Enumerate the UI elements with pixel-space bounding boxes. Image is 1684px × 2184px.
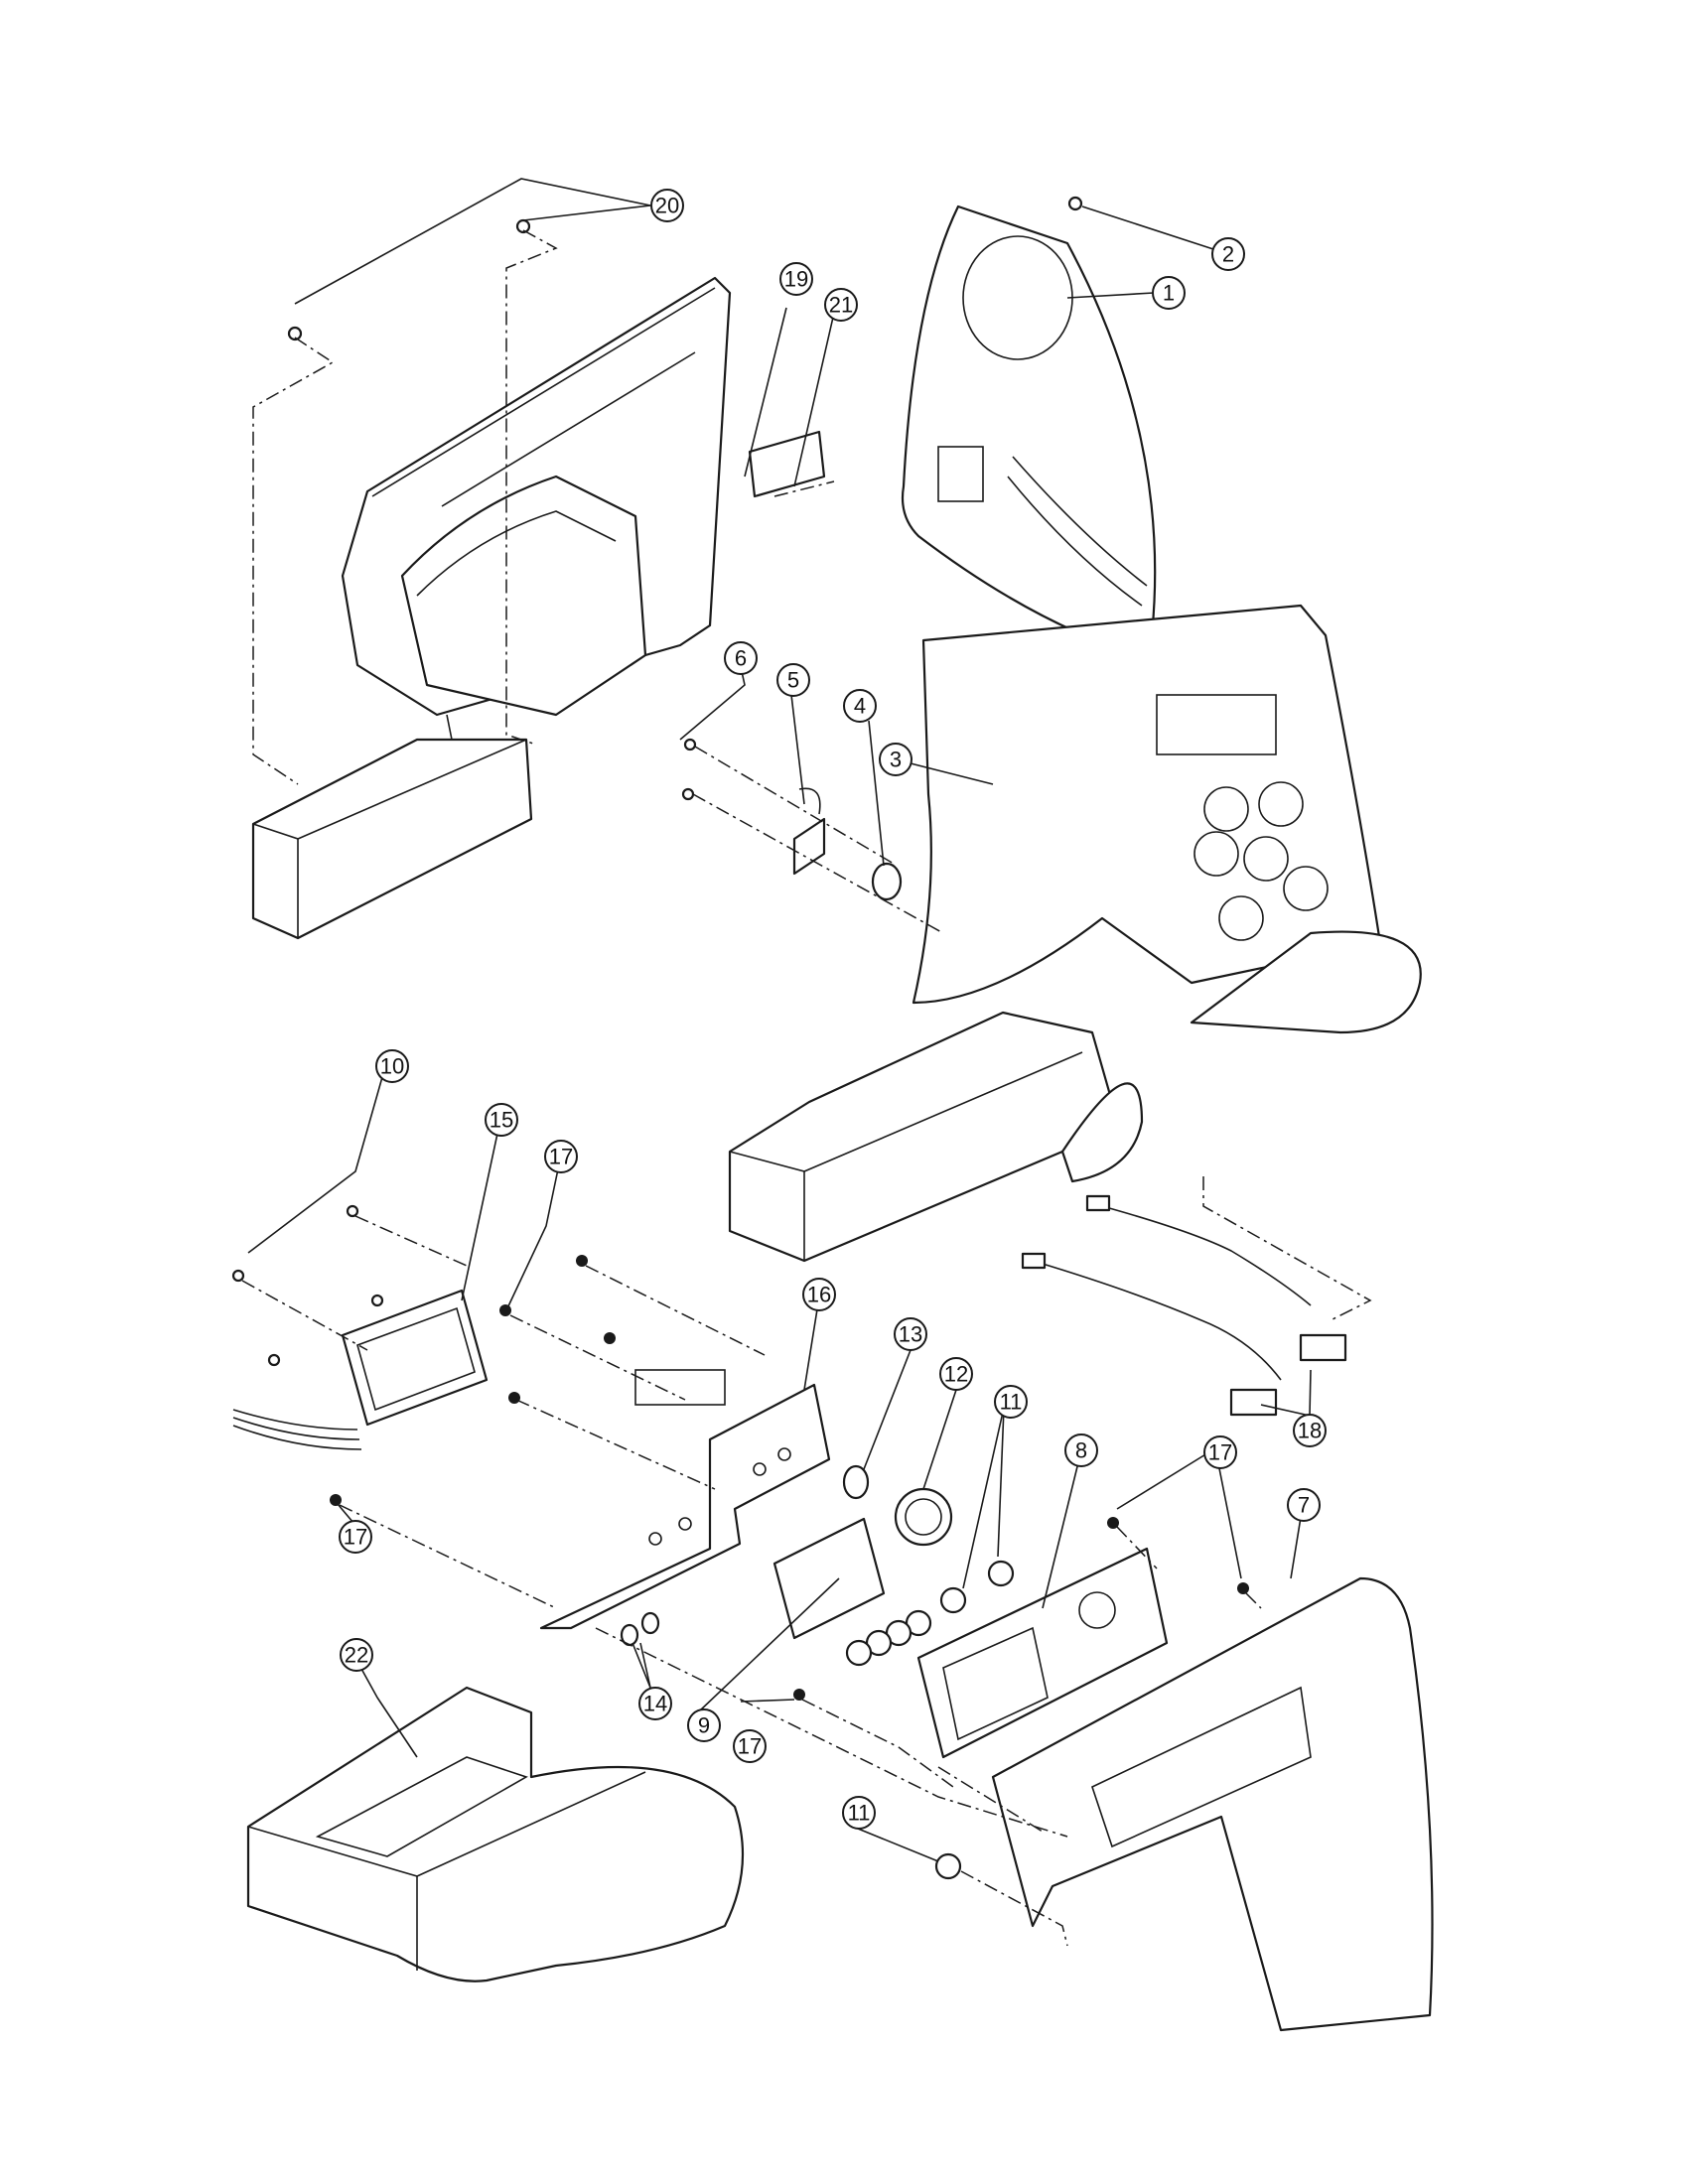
svg-text:9: 9 bbox=[698, 1713, 710, 1738]
svg-text:11: 11 bbox=[1000, 1390, 1023, 1415]
svg-text:8: 8 bbox=[1075, 1438, 1087, 1463]
svg-text:17: 17 bbox=[738, 1734, 762, 1759]
callout-17d: 17 bbox=[733, 1729, 767, 1763]
callout-13: 13 bbox=[894, 1317, 927, 1351]
svg-text:10: 10 bbox=[380, 1054, 404, 1079]
part-7-front-cover bbox=[991, 1576, 1434, 2032]
svg-text:7: 7 bbox=[1298, 1493, 1310, 1518]
callout-20: 20 bbox=[650, 189, 684, 222]
callout-8: 8 bbox=[1064, 1433, 1098, 1467]
part-12-ring bbox=[894, 1487, 953, 1547]
svg-text:4: 4 bbox=[854, 694, 866, 719]
part-11-knobs bbox=[845, 1560, 1015, 1880]
callout-11a: 11 bbox=[994, 1385, 1028, 1419]
part-16-circuit-board bbox=[539, 1369, 831, 1630]
part-10-screws bbox=[231, 1204, 384, 1367]
svg-text:21: 21 bbox=[829, 293, 853, 318]
leader-lines bbox=[247, 178, 1312, 1862]
svg-text:1: 1 bbox=[1163, 281, 1175, 306]
part-18-cable-harness bbox=[1021, 1194, 1347, 1417]
svg-text:17: 17 bbox=[344, 1525, 367, 1550]
svg-text:16: 16 bbox=[807, 1283, 831, 1307]
svg-text:6: 6 bbox=[735, 646, 747, 671]
callout-7: 7 bbox=[1287, 1488, 1321, 1522]
callout-6: 6 bbox=[724, 641, 758, 675]
part-3-front-frame bbox=[912, 604, 1422, 1034]
part-4-knob bbox=[871, 862, 903, 901]
part-2-screw bbox=[1067, 196, 1083, 211]
part-14-feet bbox=[620, 1611, 660, 1647]
callout-9: 9 bbox=[687, 1708, 721, 1742]
part-19-rear-cover bbox=[251, 276, 732, 940]
callout-1: 1 bbox=[1152, 276, 1186, 310]
callout-14: 14 bbox=[638, 1687, 672, 1720]
callout-18: 18 bbox=[1293, 1414, 1327, 1447]
callout-10: 10 bbox=[375, 1049, 409, 1083]
part-21-label bbox=[748, 430, 826, 498]
part-13-gear bbox=[842, 1464, 870, 1500]
callout-17b: 17 bbox=[339, 1520, 372, 1554]
svg-text:22: 22 bbox=[345, 1643, 368, 1668]
svg-text:5: 5 bbox=[787, 668, 799, 693]
part-6-screws bbox=[681, 738, 697, 801]
svg-text:2: 2 bbox=[1222, 242, 1234, 267]
part-15-display bbox=[232, 1289, 489, 1450]
callout-16: 16 bbox=[802, 1278, 836, 1311]
callout-22: 22 bbox=[340, 1638, 373, 1672]
callout-21: 21 bbox=[824, 288, 858, 322]
part-1-side-cover bbox=[901, 205, 1157, 654]
callout-2: 2 bbox=[1211, 237, 1245, 271]
part-9-plate bbox=[772, 1517, 886, 1640]
callout-5: 5 bbox=[776, 663, 810, 697]
callout-3: 3 bbox=[879, 743, 912, 776]
part-8-control-panel bbox=[916, 1547, 1169, 1759]
callout-11b: 11 bbox=[842, 1796, 876, 1830]
svg-text:14: 14 bbox=[643, 1692, 667, 1716]
svg-text:17: 17 bbox=[1208, 1440, 1232, 1465]
part-5-sensor bbox=[792, 787, 826, 876]
svg-text:3: 3 bbox=[890, 748, 902, 772]
callout-15: 15 bbox=[485, 1103, 518, 1137]
callout-19: 19 bbox=[779, 262, 813, 296]
callout-12: 12 bbox=[939, 1357, 973, 1391]
svg-text:11: 11 bbox=[848, 1801, 871, 1826]
callout-17c: 17 bbox=[1203, 1435, 1237, 1469]
callout-17a: 17 bbox=[544, 1140, 578, 1173]
assembly-guide-lines bbox=[241, 229, 1372, 1947]
svg-text:18: 18 bbox=[1298, 1419, 1322, 1443]
svg-text:19: 19 bbox=[784, 267, 808, 292]
part-22-base-cover bbox=[246, 1686, 745, 1982]
svg-text:20: 20 bbox=[655, 194, 679, 218]
svg-text:15: 15 bbox=[490, 1108, 513, 1133]
svg-text:13: 13 bbox=[899, 1322, 922, 1347]
svg-text:17: 17 bbox=[549, 1145, 573, 1169]
callout-4: 4 bbox=[843, 689, 877, 723]
svg-text:12: 12 bbox=[944, 1362, 968, 1387]
base-housing bbox=[728, 1011, 1144, 1263]
part-20-screws bbox=[287, 218, 531, 341]
